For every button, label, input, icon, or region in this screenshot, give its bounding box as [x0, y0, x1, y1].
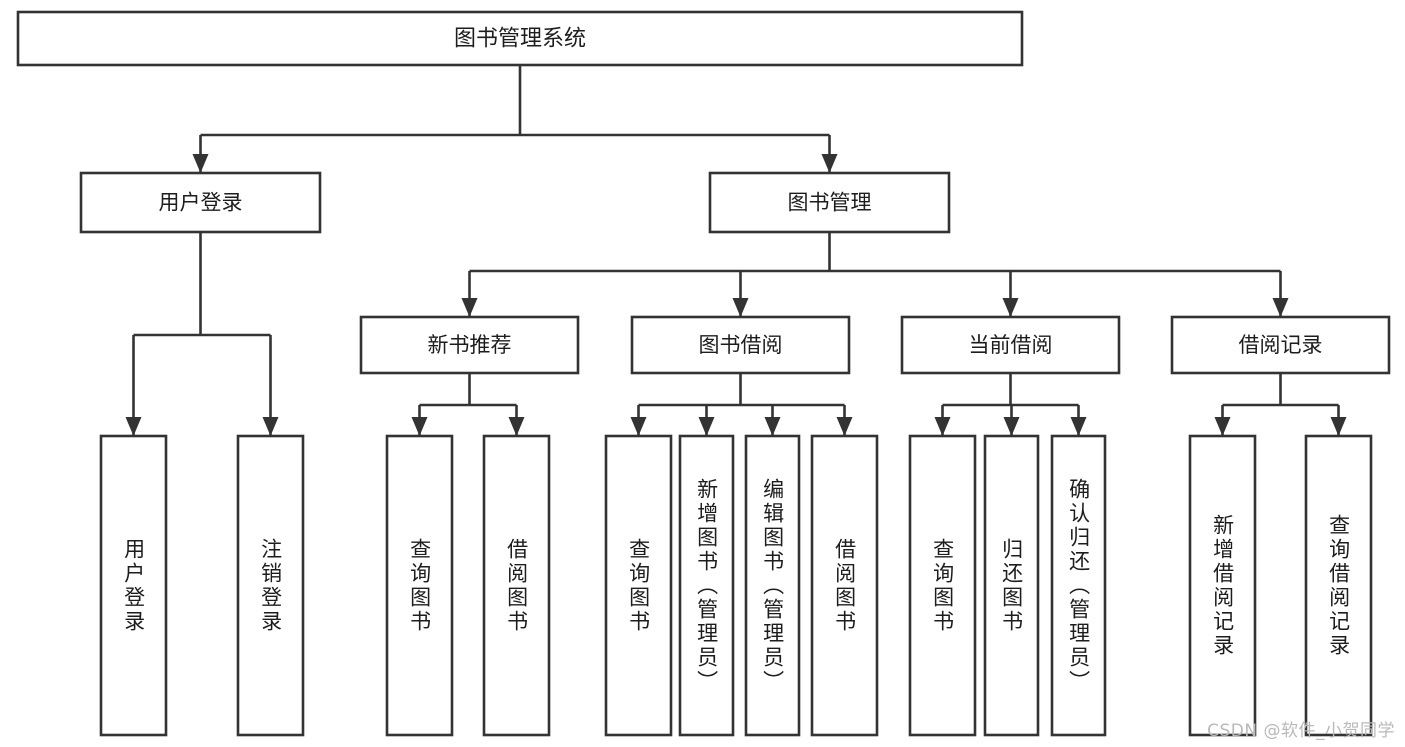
- node-box-leaf-user-login[interactable]: [99, 434, 168, 737]
- node-label-current-borrow: 当前借阅: [969, 333, 1053, 357]
- arrow-head-icon-to-leaf-edit-book-admin: [764, 417, 781, 436]
- arrow-head-icon-root-to-book-manage: [821, 154, 838, 173]
- arrow-head-icon-to-leaf-confirm-return-admin: [1070, 417, 1087, 436]
- node-label-root: 图书管理系统: [454, 27, 586, 52]
- boxes-layer: [16, 10, 1391, 737]
- arrow-head-icon-root-to-user-login: [192, 154, 209, 173]
- arrow-head-icon-to-borrow-record: [1272, 298, 1289, 317]
- arrow-head-icon-to-current-borrow: [1002, 298, 1019, 317]
- node-box-leaf-query-borrow-record[interactable]: [1304, 434, 1373, 737]
- node-box-leaf-add-borrow-record[interactable]: [1188, 434, 1257, 737]
- node-box-leaf-query-book-rec[interactable]: [385, 434, 454, 737]
- node-box-leaf-borrow-book-rec[interactable]: [482, 434, 551, 737]
- arrow-head-icon-to-leaf-query-book-borrow: [630, 417, 647, 436]
- node-box-leaf-query-book-borrow[interactable]: [604, 434, 673, 737]
- node-box-borrow-record[interactable]: [1170, 315, 1391, 375]
- node-box-leaf-confirm-return-admin[interactable]: [1050, 434, 1107, 737]
- arrow-head-icon-to-leaf-user-login: [125, 417, 142, 436]
- node-box-leaf-edit-book-admin[interactable]: [744, 434, 801, 737]
- arrow-head-icon-to-leaf-borrow-book-rec: [508, 417, 525, 436]
- node-box-leaf-query-book-current[interactable]: [908, 434, 977, 737]
- node-label-book-manage: 图书管理: [788, 191, 872, 215]
- arrow-head-icon-to-leaf-add-borrow-record: [1214, 417, 1231, 436]
- arrow-head-icon-to-book-borrow: [732, 298, 749, 317]
- node-label-borrow-record: 借阅记录: [1239, 333, 1323, 357]
- node-box-leaf-user-logout[interactable]: [236, 434, 305, 737]
- node-box-new-book-recommend[interactable]: [359, 315, 580, 375]
- node-label-book-borrow: 图书借阅: [699, 333, 783, 357]
- node-box-current-borrow[interactable]: [900, 315, 1121, 375]
- arrow-head-icon-to-leaf-add-book-admin: [698, 417, 715, 436]
- arrow-head-icon-to-leaf-return-book: [1003, 417, 1020, 436]
- node-box-root[interactable]: [16, 10, 1024, 67]
- node-box-book-manage[interactable]: [708, 171, 951, 234]
- node-label-user-login: 用户登录: [159, 191, 243, 215]
- arrow-head-icon-to-new-book-recommend: [461, 298, 478, 317]
- arrow-head-icon-to-leaf-borrow-book: [836, 417, 853, 436]
- node-box-book-borrow[interactable]: [630, 315, 851, 375]
- node-box-leaf-borrow-book[interactable]: [810, 434, 879, 737]
- connectors-layer: [125, 65, 1347, 436]
- node-label-new-book-recommend: 新书推荐: [428, 333, 512, 357]
- watermark-text: CSDN @软件_小贺同学: [1207, 721, 1395, 741]
- node-box-user-login[interactable]: [79, 171, 322, 234]
- arrow-head-icon-to-leaf-query-book-rec: [411, 417, 428, 436]
- node-box-leaf-return-book[interactable]: [983, 434, 1040, 737]
- arrow-head-icon-to-leaf-user-logout: [262, 417, 279, 436]
- arrow-head-icon-to-leaf-query-book-current: [934, 417, 951, 436]
- arrow-head-icon-to-leaf-query-borrow-record: [1330, 417, 1347, 436]
- node-box-leaf-add-book-admin[interactable]: [678, 434, 735, 737]
